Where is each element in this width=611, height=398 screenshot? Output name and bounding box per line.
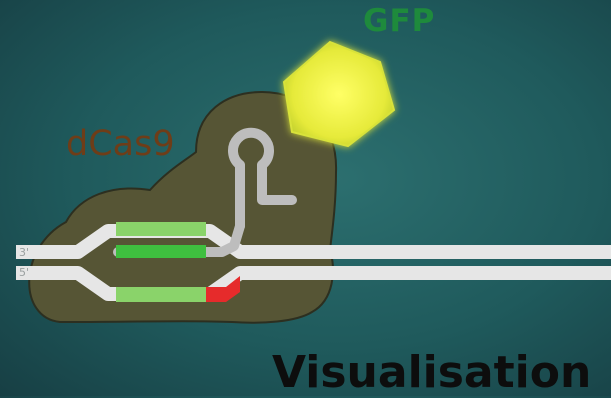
slide-title: Visualisation	[272, 347, 592, 398]
guide-rna-hairpin	[228, 127, 297, 231]
target-match-bottom	[116, 287, 206, 302]
gfp-fluorophore	[282, 40, 396, 148]
gfp-label: GFP	[363, 3, 436, 39]
target-match-top	[116, 222, 206, 236]
strand-end-3prime: 3'	[19, 246, 30, 259]
strand-end-5prime: 5'	[19, 266, 30, 279]
target-match-pairing	[116, 245, 206, 258]
dcas9-label: dCas9	[66, 124, 175, 164]
pam-site	[206, 276, 240, 302]
